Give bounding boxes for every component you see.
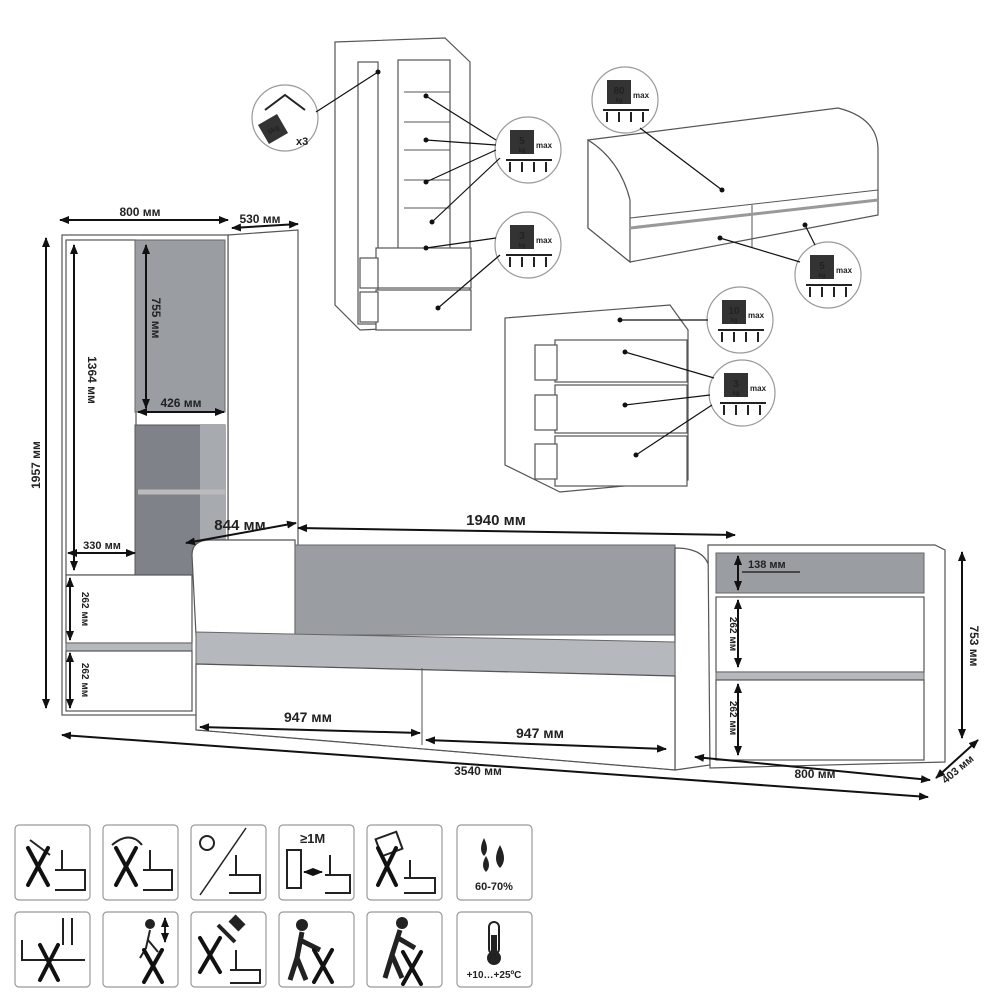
no-jumping-icon xyxy=(102,911,179,988)
wardrobe-width-label: 800 мм xyxy=(119,205,160,219)
no-standing-icon xyxy=(14,911,91,988)
chest-drawer-load-unit: kg xyxy=(732,391,739,397)
wardrobe-shelf-label: 755 мм xyxy=(149,297,163,338)
chest-drawer2-label: 262 мм xyxy=(727,617,738,651)
chest-drawer-load-max: max xyxy=(750,384,767,393)
chest-top-load-max: max xyxy=(748,311,765,320)
no-solvents-icon xyxy=(366,824,443,901)
keep-distance-icon xyxy=(278,824,355,901)
wardrobe-inner-width-label: 426 мм xyxy=(160,396,201,410)
chest-width-label: 800 мм xyxy=(794,767,835,781)
no-hammer-icon xyxy=(190,911,267,988)
bed-load-max: max xyxy=(633,91,650,100)
no-abrasive-icon xyxy=(102,824,179,901)
wardrobe-inner-height-label: 1364 мм xyxy=(85,356,99,404)
bed-load-value: 80 xyxy=(613,86,625,97)
wardrobe-depth-label: 530 мм xyxy=(239,212,280,226)
chest-top-load-value: 10 xyxy=(728,306,740,317)
shelf-load-max: max xyxy=(536,141,553,150)
wardrobe-drawer2-label: 262 мм xyxy=(79,663,90,697)
no-sunlight-icon xyxy=(190,824,267,901)
bed-drawer-load-unit: kg xyxy=(818,273,825,279)
bed-drawer-load-value: 5 xyxy=(819,261,825,272)
bed-load-unit: kg xyxy=(615,98,622,104)
drawer-load-max: max xyxy=(536,236,553,245)
chest-of-drawers xyxy=(707,544,946,769)
bed-depth-label: 844 мм xyxy=(214,517,265,534)
shelf-load-value: 5 xyxy=(519,136,525,147)
wardrobe-drawer1-label: 262 мм xyxy=(79,592,90,626)
wardrobe-door-width-label: 330 мм xyxy=(83,540,121,552)
chest-drawer3-label: 262 мм xyxy=(727,701,738,735)
shelf-load-unit: kg xyxy=(518,148,525,154)
distance-label: ≥1M xyxy=(300,831,325,846)
chest-top-load-unit: kg xyxy=(730,318,737,324)
chest-top-drawer-label: 138 мм xyxy=(748,559,786,571)
chest-iso-sketch xyxy=(504,304,689,493)
bed-drawer2-label: 947 мм xyxy=(516,725,564,741)
humidity-label: 60-70% xyxy=(475,881,513,893)
bed-drawer1-label: 947 мм xyxy=(284,709,332,725)
total-length-label: 3540 мм xyxy=(454,764,502,778)
wardrobe-iso-sketch xyxy=(334,37,472,331)
no-liquid-icon xyxy=(14,824,91,901)
hanger-count: x3 xyxy=(296,136,308,148)
bed-length-label: 1940 мм xyxy=(466,512,526,529)
bed-drawer-load-max: max xyxy=(836,266,853,275)
drawer-load-value: 3 xyxy=(519,231,525,242)
chest-height-label: 753 мм xyxy=(967,625,981,666)
bed xyxy=(191,539,711,771)
wardrobe-height-label: 1957 мм xyxy=(29,441,43,489)
drawer-load-unit: kg xyxy=(518,243,525,249)
humidity-icon xyxy=(456,824,533,901)
temperature-label: +10…+25ºC xyxy=(467,970,522,981)
care-icons: ≥1M 60-70% xyxy=(14,824,533,988)
chest-drawer-load-value: 3 xyxy=(733,379,739,390)
